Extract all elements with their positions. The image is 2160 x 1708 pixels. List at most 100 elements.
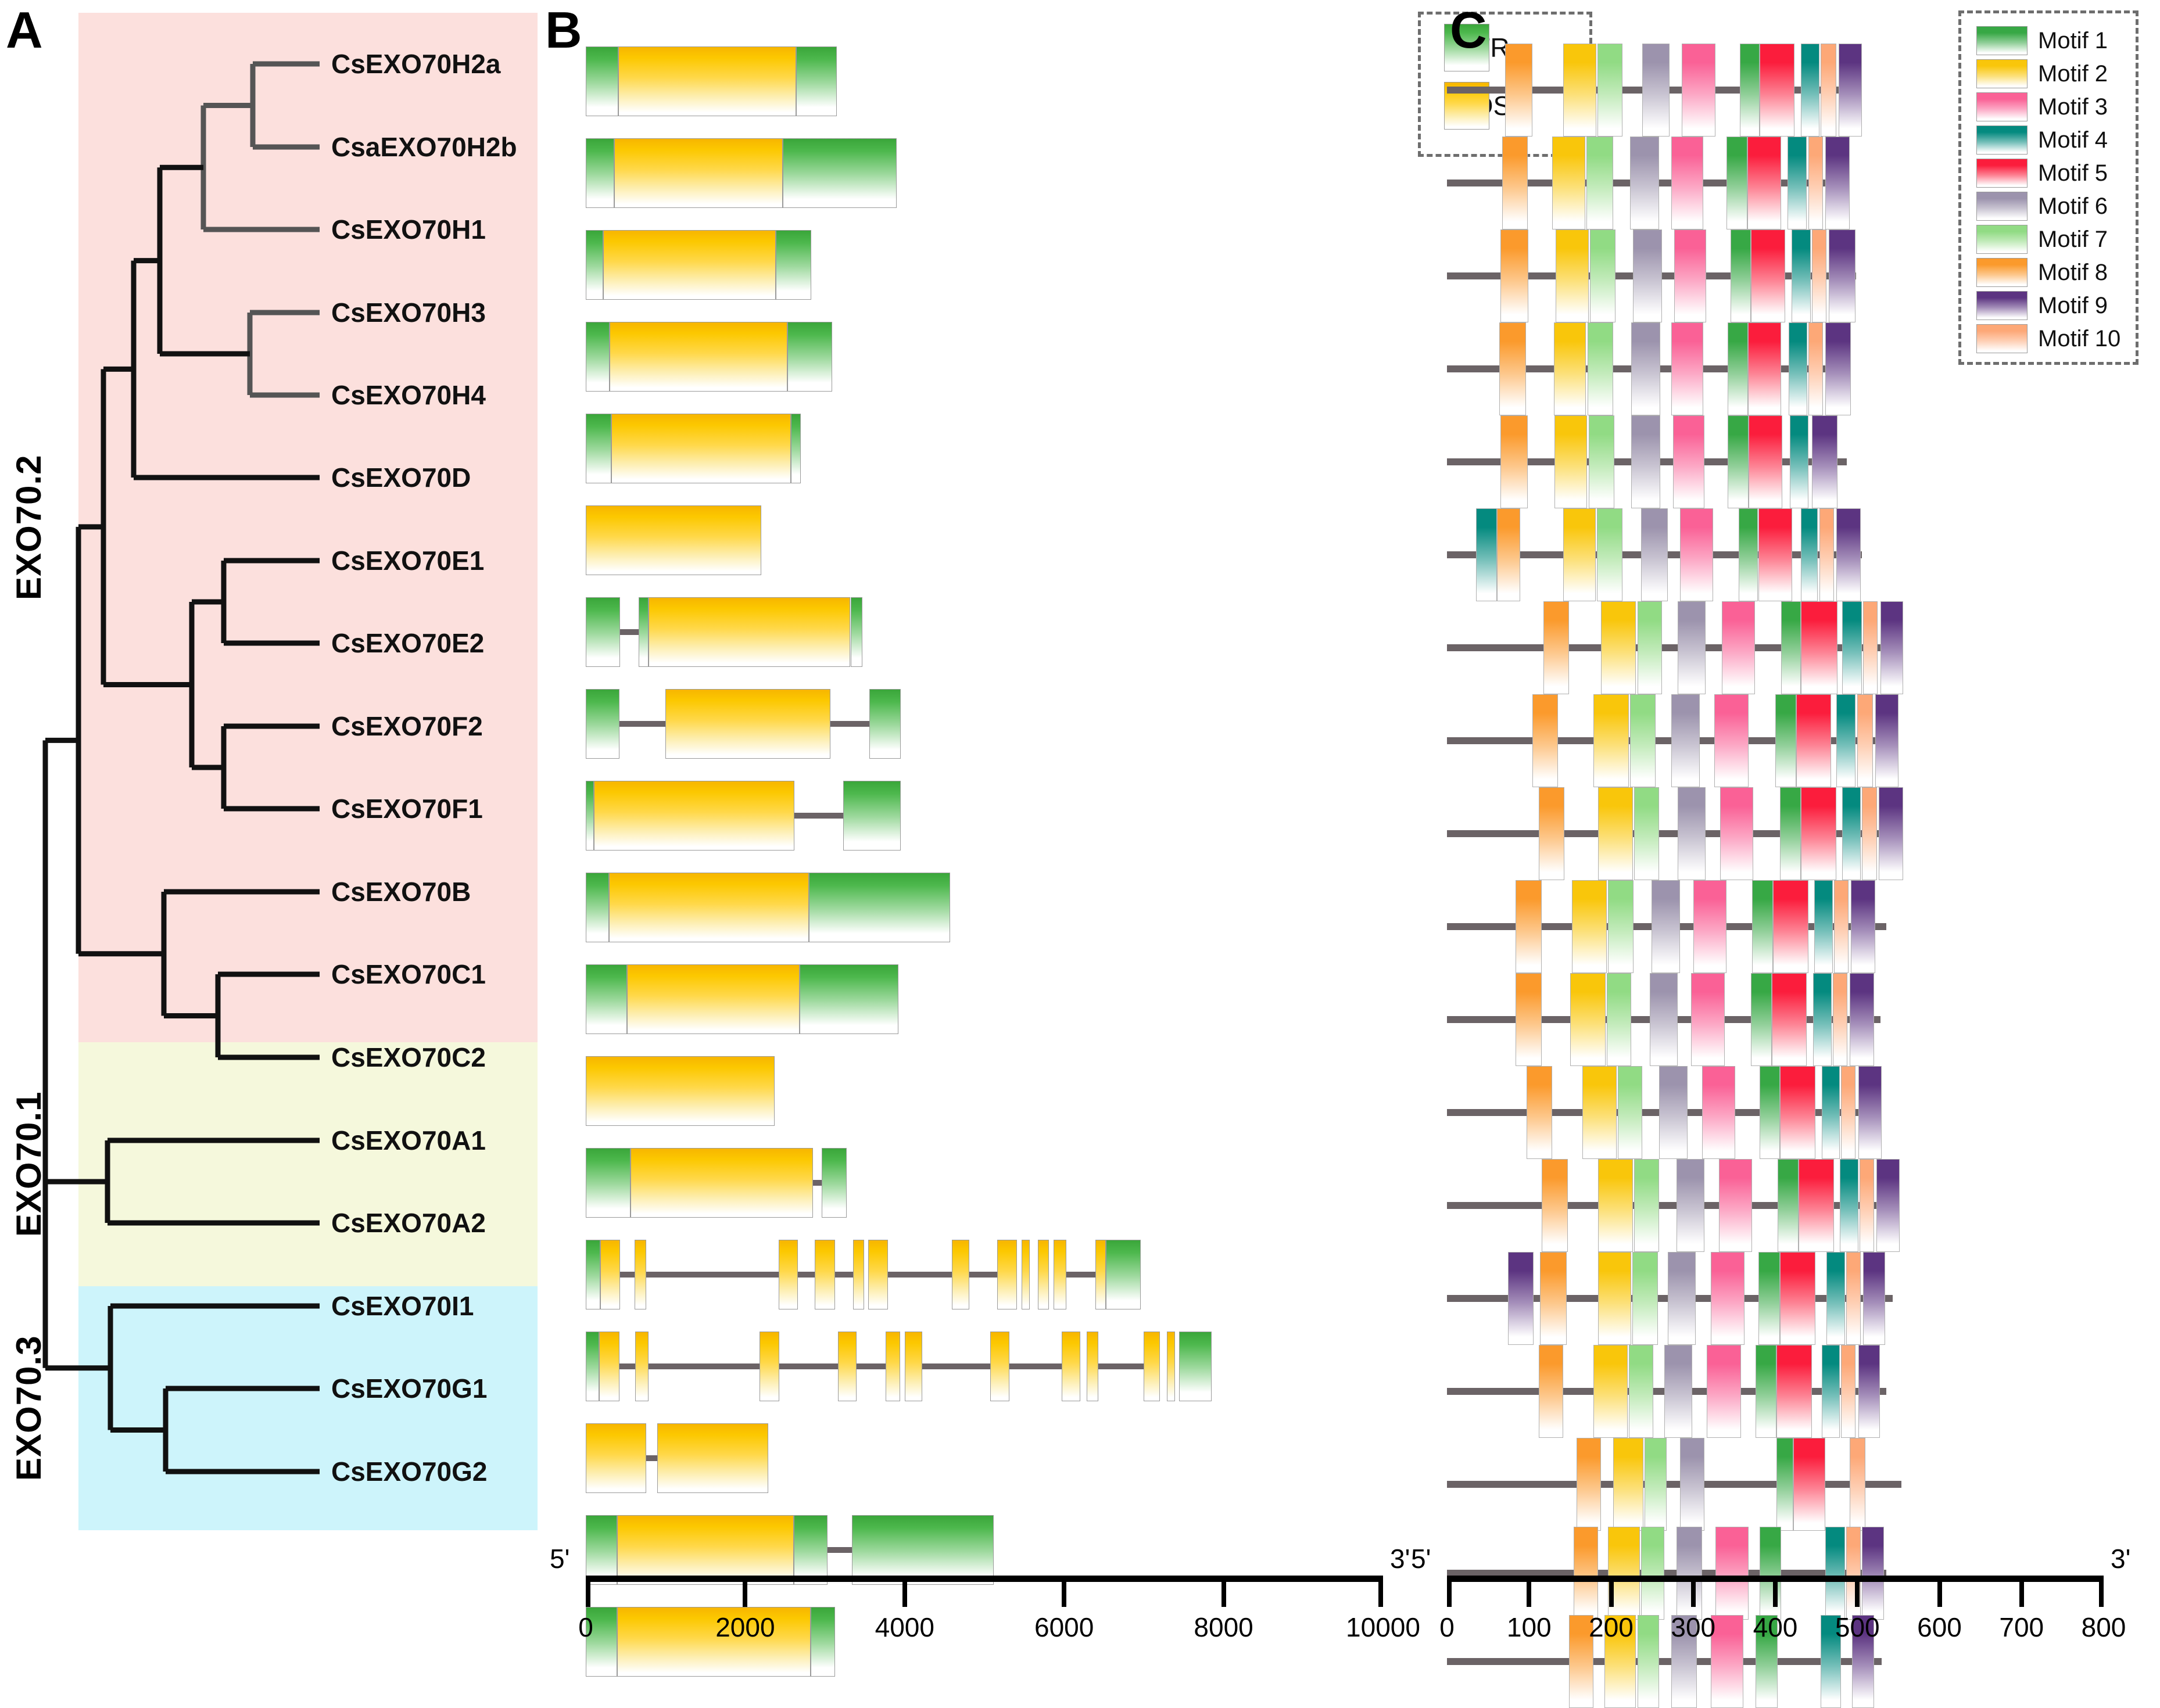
tip-label-CsEXO70H2a: CsEXO70H2a xyxy=(331,49,501,79)
utr-segment xyxy=(586,1515,617,1585)
motif-2-block xyxy=(1553,322,1586,415)
motif-4-block xyxy=(1836,694,1856,787)
motif-row-CsEXO70C2 xyxy=(1424,1159,1947,1252)
motif-row-CsEXO70H3 xyxy=(1424,322,1947,415)
intron xyxy=(649,1363,760,1369)
tip-label-CsaEXO70H2b: CsaEXO70H2b xyxy=(331,132,517,162)
cds-segment xyxy=(1062,1332,1080,1401)
motif-2-block xyxy=(1598,1252,1632,1345)
utr-segment xyxy=(586,322,610,392)
tip-label-CsEXO70F1: CsEXO70F1 xyxy=(331,794,483,824)
legend-item-Motif-5: Motif 5 xyxy=(1976,159,2108,188)
cds-segment xyxy=(951,1240,969,1309)
motif-7-block xyxy=(1587,322,1613,415)
cds-segment xyxy=(586,1056,775,1126)
motif-10-block xyxy=(1833,880,1849,973)
cds-segment xyxy=(649,597,851,667)
utr-segment xyxy=(586,689,619,759)
motif-5-block xyxy=(1780,1252,1816,1345)
motif-3-swatch xyxy=(1976,92,2028,121)
tip-label-CsEXO70G2: CsEXO70G2 xyxy=(331,1456,488,1487)
motif-8-block xyxy=(1574,1527,1599,1620)
motif-9-block xyxy=(1863,1252,1885,1345)
cds-segment xyxy=(837,1332,857,1401)
motif-8-block xyxy=(1541,1159,1568,1252)
motif-row-CsEXO70E2 xyxy=(1424,694,1947,787)
cds-segment xyxy=(852,1240,864,1309)
utr-segment xyxy=(869,689,901,759)
motif-4-block xyxy=(1840,1159,1858,1252)
cds-segment xyxy=(603,230,776,300)
motif-10-block xyxy=(1808,322,1823,415)
motif-1-block xyxy=(1750,973,1772,1066)
five-prime-label: 5' xyxy=(550,1544,570,1574)
ruler-tick xyxy=(1855,1576,1860,1607)
motif-10-swatch xyxy=(1976,324,2028,353)
tip-label-CsEXO70C2: CsEXO70C2 xyxy=(331,1042,486,1072)
utr-segment xyxy=(586,1148,631,1218)
utr-segment xyxy=(787,322,832,392)
motif-6-block xyxy=(1668,1252,1696,1345)
motif-row-CsEXO70H2a xyxy=(1424,44,1947,137)
gene-row-CsEXO70H2a xyxy=(540,46,1383,116)
motif-9-block xyxy=(1829,229,1856,322)
ruler-tick xyxy=(1447,1576,1452,1607)
motif-5-block xyxy=(1758,508,1793,601)
motif-1-block xyxy=(1728,322,1748,415)
tip-label-CsEXO70H1: CsEXO70H1 xyxy=(331,214,486,245)
motif-4-block xyxy=(1842,787,1861,880)
legend-label: Motif 7 xyxy=(2038,226,2108,252)
motif-4-block xyxy=(1801,44,1819,137)
gene-row-CsEXO70C1 xyxy=(540,1056,1383,1126)
intron xyxy=(969,1272,997,1278)
motif-5-block xyxy=(1747,137,1782,229)
motif-8-block xyxy=(1500,415,1528,508)
gene-row-CsEXO70H3 xyxy=(540,322,1383,392)
motif-8-swatch xyxy=(1976,258,2028,287)
cds-segment xyxy=(593,781,795,851)
motif-10-block xyxy=(1841,1345,1856,1438)
ruler-tick xyxy=(1690,1576,1696,1607)
motif-row-CsEXO70F1 xyxy=(1424,880,1947,973)
motif-7-block xyxy=(1589,229,1615,322)
ruler-tick xyxy=(1609,1576,1614,1607)
utr-segment xyxy=(586,781,594,851)
panel-letter-a: A xyxy=(6,1,43,59)
ruler-bar xyxy=(586,1576,1383,1582)
gene-row-CsEXO70B xyxy=(540,964,1383,1034)
motif-6-block xyxy=(1680,1438,1705,1531)
motif-7-block xyxy=(1597,508,1623,601)
motif-3-block xyxy=(1702,1066,1735,1159)
motif-5-block xyxy=(1793,1438,1825,1531)
intron xyxy=(857,1363,886,1369)
motif-10-block xyxy=(1819,508,1834,601)
motif-6-block xyxy=(1676,1527,1702,1620)
utr-segment xyxy=(799,964,898,1034)
motif-8-block xyxy=(1500,229,1528,322)
ruler-tick-label: 600 xyxy=(1917,1612,1962,1642)
motif-8-block xyxy=(1515,880,1542,973)
motif-6-block xyxy=(1651,880,1681,973)
tip-label-CsEXO70E2: CsEXO70E2 xyxy=(331,628,485,658)
motif-6-block xyxy=(1640,508,1668,601)
motif-1-block xyxy=(1726,137,1747,229)
motif-2-block xyxy=(1613,1438,1644,1531)
intron xyxy=(1009,1363,1062,1369)
legend-item-UTR: UTR xyxy=(1444,24,1510,71)
motif-7-block xyxy=(1608,880,1634,973)
legend-label: Motif 5 xyxy=(2038,160,2108,186)
cds-segment xyxy=(1095,1240,1106,1309)
cds-segment xyxy=(665,689,831,759)
cds-segment xyxy=(657,1423,769,1493)
motif-4-block xyxy=(1476,508,1498,601)
motif-3-block xyxy=(1682,44,1715,137)
motif-7-block xyxy=(1597,44,1623,137)
utr-segment xyxy=(794,1515,828,1585)
motif-9-block xyxy=(1811,415,1837,508)
motif-7-block xyxy=(1634,1159,1660,1252)
motif-5-block xyxy=(1759,44,1795,137)
intron xyxy=(779,1363,838,1369)
motif-7-block xyxy=(1628,1345,1653,1438)
